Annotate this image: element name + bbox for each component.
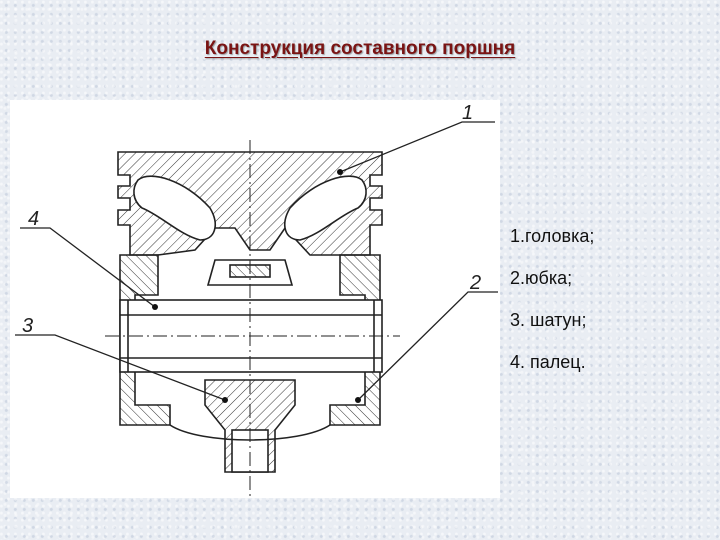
callout-4-leader (20, 227, 156, 308)
callout-3: 3 (22, 315, 33, 337)
parts-legend: 1.головка; 2.юбка; 3. шатун; 4. палец. (510, 215, 710, 383)
legend-item: 2.юбка; (510, 268, 573, 288)
piston-drawing-panel: 1 2 3 4 (10, 100, 500, 498)
piston-skirt-left (119, 254, 171, 426)
cooling-gallery-right (284, 175, 367, 241)
callout-2-leader (357, 291, 498, 401)
callout-3-leader (15, 334, 226, 401)
connecting-rod (204, 379, 296, 473)
legend-item: 1.головка; (510, 226, 595, 246)
piston-cross-section: 1 2 3 4 (15, 102, 498, 498)
legend-item: 3. шатун; (510, 310, 587, 330)
slide-title: Конструкция составного поршня (204, 38, 516, 59)
legend-item: 4. палец. (510, 352, 586, 372)
callout-2: 2 (469, 272, 481, 294)
callout-4: 4 (28, 208, 39, 230)
callout-1: 1 (462, 102, 473, 124)
callout-1-leader (339, 121, 495, 173)
cooling-gallery-left (133, 175, 216, 241)
